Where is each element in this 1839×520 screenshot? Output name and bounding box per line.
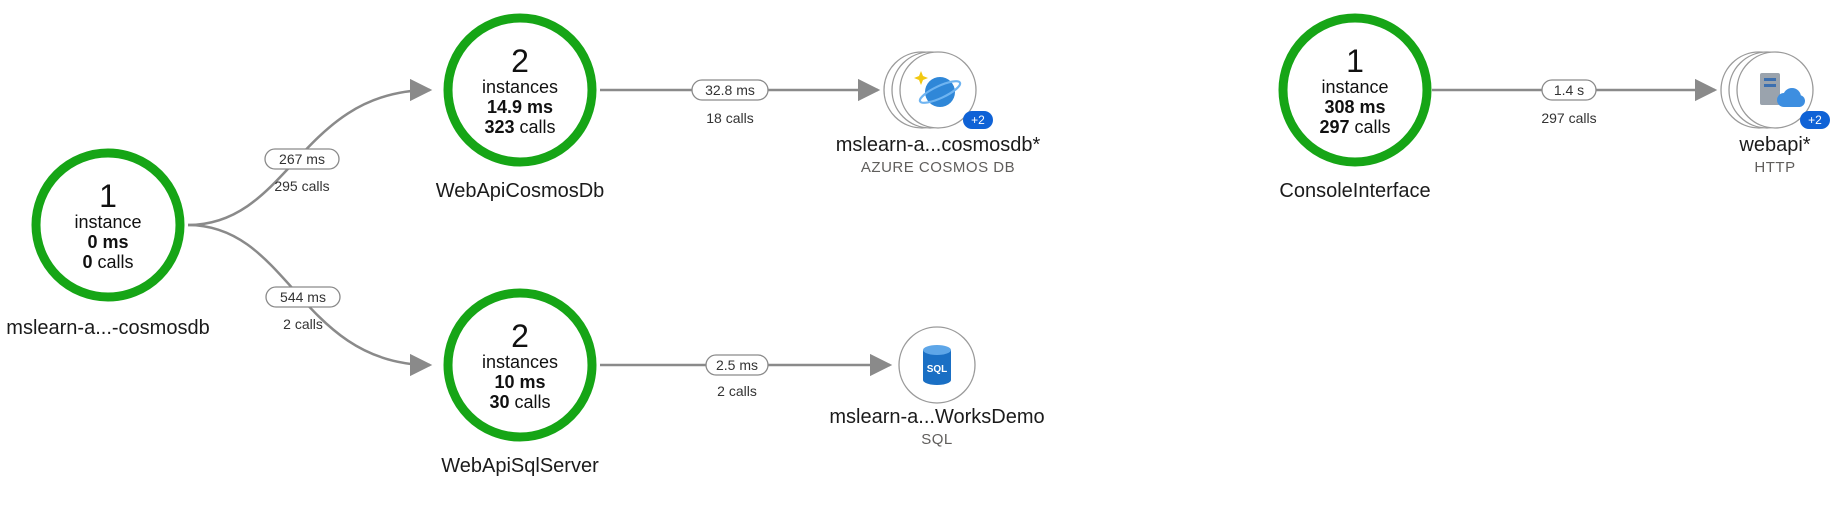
- dependency-name: webapi*: [1738, 134, 1810, 156]
- http-server-icon: [1760, 73, 1805, 107]
- instance-count: 1: [99, 178, 117, 214]
- component-node-webapicosmosdb[interactable]: 2 instances 14.9 ms 323 calls WebApiCosm…: [436, 13, 605, 202]
- component-node-webapisqlserver[interactable]: 2 instances 10 ms 30 calls WebApiSqlServ…: [441, 288, 599, 477]
- dependency-name: mslearn-a...cosmosdb*: [836, 134, 1041, 156]
- call-count: 323 calls: [484, 117, 555, 137]
- component-node-root[interactable]: 1 instance 0 ms 0 calls mslearn-a...-cos…: [6, 148, 210, 339]
- dependency-node-cosmosdb[interactable]: +2 mslearn-a...cosmosdb* AZURE COSMOS DB: [836, 51, 1041, 176]
- edge-duration-pill: [1541, 79, 1597, 101]
- svg-text:+2: +2: [971, 113, 985, 127]
- health-ring: [31, 148, 185, 302]
- dependency-name: mslearn-a...WorksDemo: [829, 406, 1044, 428]
- avg-duration: 0 ms: [87, 232, 128, 252]
- instance-unit: instances: [482, 77, 558, 97]
- instance-count: 1: [1346, 43, 1364, 79]
- dependency-type: SQL: [921, 431, 953, 448]
- health-ring: [1278, 13, 1432, 167]
- edge-root-to-webapicosmosdb[interactable]: 267 ms 295 calls: [187, 78, 433, 227]
- component-name: ConsoleInterface: [1279, 180, 1430, 202]
- instance-unit: instance: [74, 212, 141, 232]
- edge-duration: 2.5 ms: [716, 357, 758, 373]
- instance-count: 2: [511, 318, 529, 354]
- dependency-node-sqldb[interactable]: SQL mslearn-a...WorksDemo SQL: [829, 326, 1045, 448]
- dependency-type: AZURE COSMOS DB: [861, 159, 1015, 176]
- call-count: 30 calls: [489, 392, 550, 412]
- edge-consoleinterface-to-webapi[interactable]: 1.4 s 297 calls: [1432, 78, 1718, 126]
- avg-duration: 308 ms: [1324, 97, 1385, 117]
- dependency-node-webapi[interactable]: +2 webapi* HTTP: [1720, 51, 1830, 176]
- edge-root-to-webapisqlserver[interactable]: 544 ms 2 calls: [187, 223, 433, 377]
- edge-duration: 1.4 s: [1554, 82, 1584, 98]
- call-count: 0 calls: [82, 252, 133, 272]
- edge-duration-pill: [264, 148, 340, 170]
- dependency-type: HTTP: [1754, 159, 1795, 176]
- edge-duration: 32.8 ms: [705, 82, 755, 98]
- edge-webapisqlserver-to-sqldb[interactable]: 2.5 ms 2 calls: [600, 353, 893, 399]
- instance-count: 2: [511, 43, 529, 79]
- edge-webapicosmosdb-to-cosmosdb[interactable]: 32.8 ms 18 calls: [600, 78, 881, 126]
- instance-count-badge: +2: [1800, 111, 1830, 129]
- cosmos-db-icon: [914, 71, 962, 107]
- call-count: 297 calls: [1319, 117, 1390, 137]
- avg-duration: 10 ms: [494, 372, 545, 392]
- edge-duration: 544 ms: [280, 289, 326, 305]
- edge-duration-pill: [705, 354, 769, 376]
- component-name: WebApiSqlServer: [441, 455, 599, 477]
- instance-unit: instances: [482, 352, 558, 372]
- edge-calls: 297 calls: [1541, 110, 1596, 126]
- component-name: mslearn-a...-cosmosdb: [6, 317, 209, 339]
- sql-database-icon: SQL: [923, 345, 951, 385]
- svg-text:SQL: SQL: [927, 364, 948, 375]
- edge-duration: 267 ms: [279, 151, 325, 167]
- component-name: WebApiCosmosDb: [436, 180, 605, 202]
- instance-count-badge: +2: [963, 111, 993, 129]
- instance-unit: instance: [1321, 77, 1388, 97]
- edge-calls: 2 calls: [283, 316, 323, 332]
- edge-duration-pill: [265, 286, 341, 308]
- svg-text:+2: +2: [1808, 113, 1822, 127]
- edge-calls: 18 calls: [706, 110, 753, 126]
- edge-calls: 295 calls: [274, 178, 329, 194]
- health-ring: [443, 13, 597, 167]
- edge-duration-pill: [691, 79, 769, 101]
- avg-duration: 14.9 ms: [487, 97, 553, 117]
- health-ring: [443, 288, 597, 442]
- component-node-consoleinterface[interactable]: 1 instance 308 ms 297 calls ConsoleInter…: [1278, 13, 1432, 202]
- edge-calls: 2 calls: [717, 383, 757, 399]
